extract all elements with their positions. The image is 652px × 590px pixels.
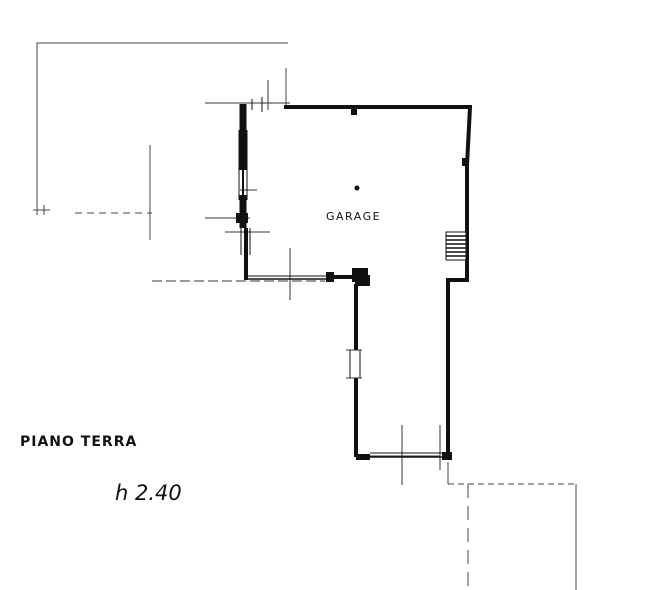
neighbour-outline-bottom-right (447, 462, 577, 590)
room-label-garage: GARAGE (326, 210, 381, 223)
height-label: h 2.40 (115, 481, 182, 505)
left-wall-openings (238, 97, 361, 378)
construction-lines (152, 80, 441, 485)
column-marks (236, 109, 468, 460)
neighbour-outline-top-left (33, 42, 288, 240)
stair-symbol (445, 231, 467, 261)
floor-label: PIANO TERRA (20, 434, 137, 450)
